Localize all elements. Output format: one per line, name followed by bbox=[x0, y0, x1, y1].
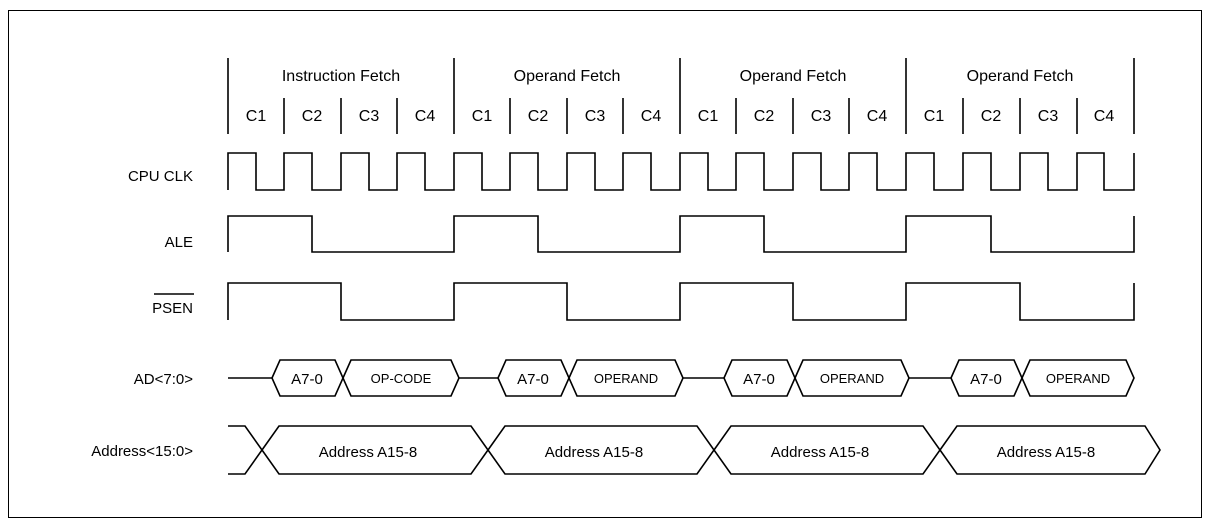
ad-addr-label: A7-0 bbox=[517, 371, 549, 388]
address-label: Address A15-8 bbox=[771, 444, 869, 461]
cycle-label: C3 bbox=[1038, 108, 1059, 125]
cycle-label: C2 bbox=[302, 108, 323, 125]
address-cell bbox=[939, 425, 1161, 475]
ad-data-label: OP-CODE bbox=[371, 371, 432, 386]
ad-bus bbox=[228, 359, 1135, 397]
ale-waveform bbox=[227, 215, 1135, 253]
ad-data-cell bbox=[1021, 359, 1135, 397]
cycle-label: C2 bbox=[981, 108, 1002, 125]
phase-label: Operand Fetch bbox=[967, 68, 1074, 85]
cycle-label: C2 bbox=[528, 108, 549, 125]
cycle-label: C4 bbox=[867, 108, 888, 125]
phase-label: Operand Fetch bbox=[740, 68, 847, 85]
cycle-label: C4 bbox=[1094, 108, 1115, 125]
cycle-label: C3 bbox=[811, 108, 832, 125]
cycle-label: C1 bbox=[246, 108, 267, 125]
cycle-label: C4 bbox=[641, 108, 662, 125]
address-cell-lead bbox=[228, 425, 263, 475]
signal-label-cpu-clk: CPU CLK bbox=[128, 168, 193, 185]
address-label: Address A15-8 bbox=[545, 444, 643, 461]
ad-addr-label: A7-0 bbox=[291, 371, 323, 388]
phase-label: Instruction Fetch bbox=[282, 68, 400, 85]
cycle-dividers bbox=[283, 98, 1078, 134]
signal-label-ale: ALE bbox=[165, 234, 193, 251]
ad-addr-label: A7-0 bbox=[970, 371, 1002, 388]
cycle-label: C2 bbox=[754, 108, 775, 125]
cycle-label: C1 bbox=[472, 108, 493, 125]
signal-label-address: Address<15:0> bbox=[91, 443, 193, 460]
signal-label-ad: AD<7:0> bbox=[134, 371, 193, 388]
cpu-clk-waveform bbox=[227, 152, 1135, 191]
phase-dividers bbox=[227, 58, 1135, 134]
psen-waveform bbox=[227, 282, 1135, 321]
address-bus bbox=[228, 425, 1161, 475]
cycle-label: C3 bbox=[585, 108, 606, 125]
cycle-label: C1 bbox=[924, 108, 945, 125]
ad-data-label: OPERAND bbox=[820, 371, 884, 386]
phase-label: Operand Fetch bbox=[514, 68, 621, 85]
cycle-label: C4 bbox=[415, 108, 436, 125]
ad-data-label: OPERAND bbox=[594, 371, 658, 386]
ad-addr-label: A7-0 bbox=[743, 371, 775, 388]
address-label: Address A15-8 bbox=[997, 444, 1095, 461]
cycle-label: C3 bbox=[359, 108, 380, 125]
ad-data-label: OPERAND bbox=[1046, 371, 1110, 386]
diagram-frame bbox=[8, 10, 1202, 518]
address-label: Address A15-8 bbox=[319, 444, 417, 461]
cycle-label: C1 bbox=[698, 108, 719, 125]
signal-label-psen: PSEN bbox=[152, 300, 193, 317]
